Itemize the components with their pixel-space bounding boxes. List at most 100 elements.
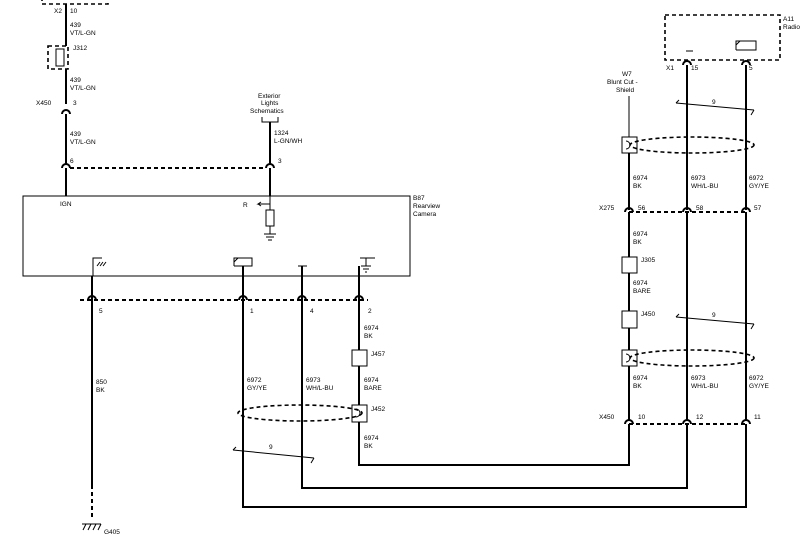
exterior-lights-ref: Schematics (250, 108, 284, 115)
b87-rearview-camera-box (22, 195, 411, 277)
wire-6972-code: 6972 (749, 375, 764, 382)
twist-count: 9 (712, 99, 716, 106)
x450-terminal-12 (682, 419, 692, 425)
twist-count: 9 (712, 312, 716, 319)
j457-label: J457 (371, 351, 385, 358)
wire-6974-code: 6974 (633, 231, 648, 238)
schematic-reference-bracket (261, 117, 279, 123)
radio-video-icon (735, 40, 757, 51)
wire-6974-color: BK (633, 383, 642, 390)
x1-pin-15: 15 (691, 65, 699, 72)
wire-6974-color: BK (633, 239, 642, 246)
wire-6974-code: 6974 (633, 175, 648, 182)
wire-6973 (301, 300, 688, 489)
cable-shield-ellipse (237, 404, 363, 422)
ign-input-label: IGN (60, 201, 72, 208)
pin-3-label: 3 (278, 158, 282, 165)
x275-label: X275 (599, 205, 615, 212)
x450-pin-12: 12 (696, 414, 704, 421)
x275-terminal-58 (682, 207, 692, 213)
reverse-input-arrow-icon (256, 196, 271, 210)
x275-pin-56: 56 (638, 205, 646, 212)
b87-label: Camera (413, 211, 437, 218)
x2-label: X2 (54, 8, 62, 15)
ground-icon (264, 226, 276, 241)
j452-label: J452 (371, 406, 385, 413)
wire-6973-color: WH/L-BU (691, 183, 719, 190)
x1-label: X1 (666, 65, 674, 72)
video-signal-icon (233, 257, 253, 267)
wire-6973-color: WH/L-BU (306, 385, 334, 392)
pin-5-label: 5 (99, 308, 103, 315)
terminal-3 (265, 163, 275, 169)
pin-1-label: 1 (250, 308, 254, 315)
x450-terminal-10 (624, 419, 634, 425)
wire-439-code: 439 (70, 22, 81, 29)
twisted-pair-marker (675, 313, 755, 330)
wire-6974-color: BK (633, 183, 642, 190)
x1-terminal-15 (682, 60, 692, 66)
x450-pin: 3 (73, 100, 77, 107)
wire-6972-color: GY/YE (749, 383, 770, 390)
wire-1324-color: L-GN/WH (274, 138, 302, 145)
x2-pin: 10 (70, 8, 78, 15)
wire-6974-code: 6974 (633, 280, 648, 287)
j305-splice (621, 256, 638, 274)
x450-terminal-11 (741, 419, 751, 425)
wire-6972-color: GY/YE (749, 183, 770, 190)
wire-439-code: 439 (70, 131, 81, 138)
a11-label: Radio (783, 24, 800, 31)
wire-6973-color: WH/L-BU (691, 383, 719, 390)
wire-6972-code: 6972 (749, 175, 764, 182)
wire-439-color: VT/L-GN (70, 30, 96, 37)
x2-connector-box (41, 0, 109, 5)
b87-label: B87 (413, 195, 425, 202)
a11-label: A11 (783, 16, 794, 23)
w7-label: W7 (622, 71, 632, 78)
x450-terminal (61, 109, 71, 115)
wire-850-color: BK (96, 387, 105, 394)
wire-439-color: VT/L-GN (70, 139, 96, 146)
exterior-lights-ref: Lights (261, 100, 279, 107)
reverse-input-label: R (243, 202, 248, 209)
g405-ground-icon (82, 523, 102, 531)
j305-label: J305 (641, 257, 655, 264)
x1-terminal-5 (741, 60, 751, 66)
exterior-lights-ref: Exterior (258, 93, 281, 100)
x275-pin-57: 57 (754, 205, 762, 212)
x450-pin-10: 10 (638, 414, 646, 421)
wire-6972-code: 6972 (247, 377, 262, 384)
terminal-6 (61, 163, 71, 169)
x450-label: X450 (36, 100, 52, 107)
a11-radio-box (664, 14, 781, 61)
x450-label: X450 (599, 414, 615, 421)
j312-label: J312 (73, 45, 87, 52)
j457-splice (351, 349, 368, 367)
wire-439-color: VT/L-GN (70, 85, 96, 92)
wire-6974-bare-label: BARE (633, 288, 651, 295)
j312-splice-box (47, 45, 69, 70)
j312-splice (55, 48, 65, 67)
wire-6972-color: GY/YE (247, 385, 268, 392)
reverse-input-resistor (265, 209, 275, 227)
b87-label: Rearview (413, 203, 440, 210)
j450-label: J450 (641, 311, 655, 318)
wire-1324-code: 1324 (274, 130, 289, 137)
pin-4-label: 4 (310, 308, 314, 315)
shield-ground-icon (360, 257, 375, 273)
chassis-ground-icon (92, 257, 107, 276)
x275-pin-58: 58 (696, 205, 704, 212)
wire-439-code: 439 (70, 77, 81, 84)
x1-pin-5: 5 (749, 65, 753, 72)
w7-label: Shield (616, 87, 634, 94)
wire-6974-color: BK (364, 333, 373, 340)
wire-850-code: 850 (96, 379, 107, 386)
twisted-pair-marker (232, 446, 315, 464)
x450-pin-11: 11 (754, 414, 761, 421)
wire-6974-code: 6974 (364, 377, 379, 384)
pin-2-label: 2 (368, 308, 372, 315)
wire-6973-code: 6973 (691, 375, 706, 382)
twist-count: 9 (269, 444, 273, 451)
cable-shield-ellipse (629, 349, 755, 367)
